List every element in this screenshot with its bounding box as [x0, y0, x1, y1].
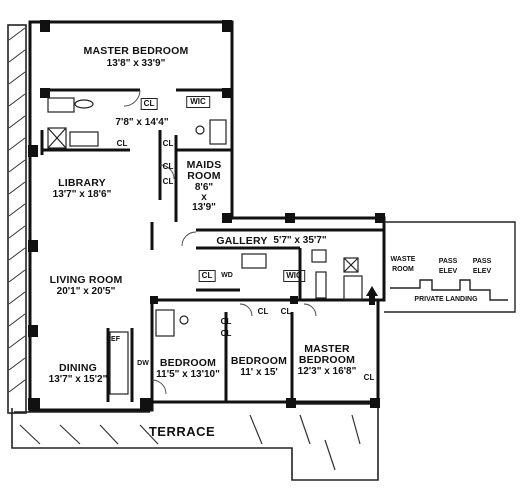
- terrace-area: [11, 403, 379, 481]
- master-bedroom-2-name-1: MASTER: [304, 343, 350, 355]
- gallery-name: GALLERY: [216, 235, 268, 247]
- door-swings: [123, 89, 317, 395]
- washer-dryer-label: WD: [221, 272, 233, 279]
- master-bedroom-1-dims: 13'8" x 33'9": [106, 58, 166, 69]
- exterior-west-wall: [7, 24, 27, 414]
- living-room-name: LIVING ROOM: [49, 274, 123, 286]
- dining-dims: 13'7" x 15'2": [48, 374, 108, 385]
- refrigerator-label: REF: [106, 336, 120, 343]
- hall-dims: 7'8" x 14'4": [115, 117, 169, 128]
- living-room-dims: 20'1" x 20'5": [56, 286, 116, 297]
- gallery-dims: 5'7" x 35'7": [273, 235, 327, 246]
- closet-label-3: CL: [162, 139, 174, 148]
- library-dims: 13'7" x 18'6": [52, 189, 112, 200]
- library-name: LIBRARY: [58, 177, 106, 189]
- closet-label-7: CL: [257, 307, 269, 316]
- closet-label-5: CL: [162, 177, 174, 186]
- bedroom-2-dims: 11' x 15': [240, 367, 278, 378]
- waste-room-line2: ROOM: [392, 266, 414, 273]
- maids-room-dims-2: x: [201, 192, 207, 203]
- bath-fixtures: [47, 97, 363, 395]
- pass-elev-2-line2: ELEV: [472, 268, 492, 275]
- entry-arrow-icon: [366, 286, 378, 305]
- structural-columns: [28, 20, 385, 410]
- maids-room-dims-1: 8'6": [194, 182, 214, 193]
- dining-name: DINING: [59, 362, 97, 374]
- maids-room-name-1: MAIDS: [186, 159, 222, 171]
- master-bedroom-2-name-2: BEDROOM: [298, 354, 356, 366]
- walk-in-closet-label-2: WIC: [283, 270, 305, 283]
- master-bedroom-1-name: MASTER BEDROOM: [83, 45, 189, 57]
- closet-label-1: CL: [140, 98, 158, 111]
- closet-label-11: CL: [363, 373, 375, 382]
- waste-room-line1: WASTE: [390, 256, 416, 263]
- bedroom-1-dims: 11'5" x 13'10": [156, 369, 220, 380]
- pass-elev-1-line1: PASS: [438, 258, 458, 265]
- elevator-landing: [384, 221, 516, 313]
- closet-label-4: CL: [162, 162, 174, 171]
- walk-in-closet-label-1: WIC: [186, 96, 210, 109]
- closet-label-9: CL: [220, 317, 232, 326]
- bedroom-2-name: BEDROOM: [230, 355, 288, 367]
- closet-label-8: CL: [280, 307, 292, 316]
- private-landing-name: PRIVATE LANDING: [414, 296, 478, 303]
- walls: [28, 20, 386, 412]
- maids-room-name-2: ROOM: [187, 170, 221, 182]
- dishwasher-label: DW: [137, 360, 149, 367]
- bedroom-1-name: BEDROOM: [159, 357, 217, 369]
- pass-elev-2-line1: PASS: [472, 258, 492, 265]
- closet-label-6: CL: [198, 270, 216, 283]
- terrace-name: TERRACE: [148, 424, 216, 439]
- terrace-hatching: [19, 414, 361, 471]
- closet-label-2: CL: [116, 139, 128, 148]
- pass-elev-1-line2: ELEV: [438, 268, 458, 275]
- maids-room-dims-3: 13'9": [192, 202, 216, 213]
- closet-label-10: CL: [220, 329, 232, 338]
- master-bedroom-2-dims: 12'3" x 16'8": [297, 366, 357, 377]
